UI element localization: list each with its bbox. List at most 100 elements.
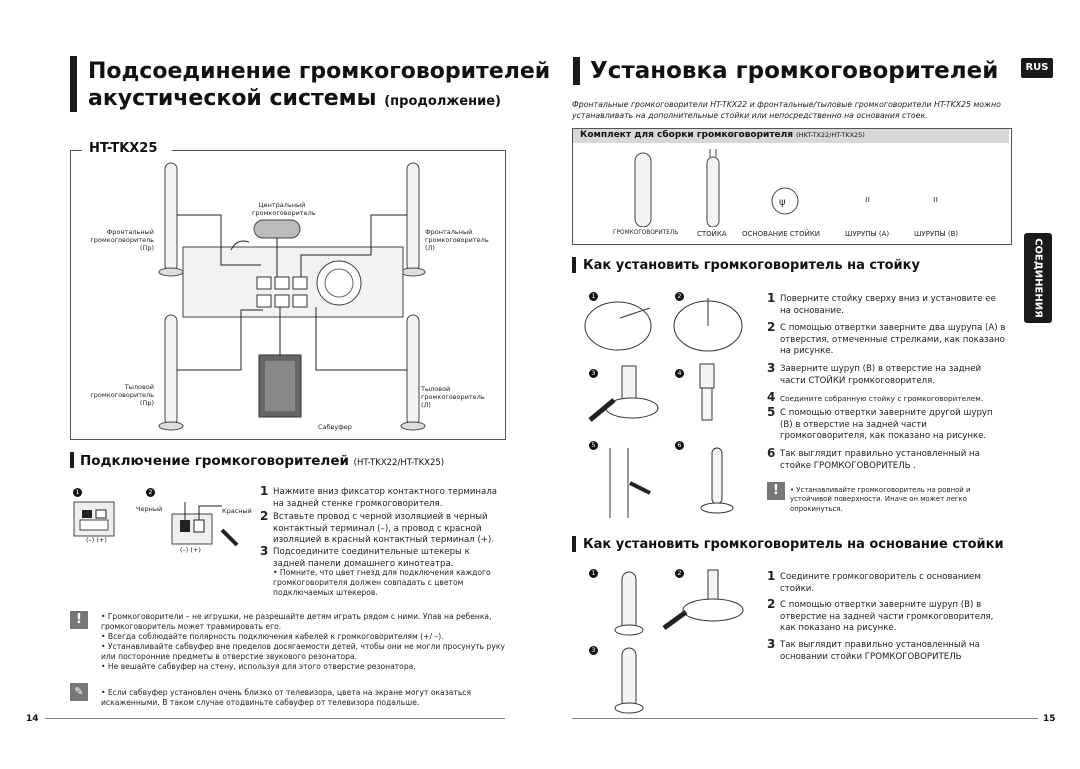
step-text: С помощью отвертки заверните другой шуру… <box>780 408 993 441</box>
stand-step-6: 6 Так выглядит правильно установленный на… <box>767 446 1007 472</box>
stand-step-1: 1 Поверните стойку сверху вниз и установи… <box>767 291 1007 317</box>
warning-text: Не вешайте сабвуфер на стену, используя … <box>107 662 416 671</box>
base-section-title: Как установить громкоговоритель на основ… <box>583 537 1004 552</box>
kit-title-text: Комплект для сборки громкоговорителя <box>580 130 794 140</box>
right-title-bar <box>573 57 580 85</box>
step-number: 1 <box>767 291 776 305</box>
base-fig-num-3: 3 <box>589 646 598 655</box>
subwoofer-label: Сабвуфер <box>318 423 352 431</box>
base-assembly-figures <box>614 569 744 714</box>
connect-step-1: 1 Нажмите вниз фиксатор контактного терми… <box>260 484 503 510</box>
warning-text: Всегда соблюдайте полярность подключения… <box>107 632 444 641</box>
step-text: С помощью отвертки заверните шуруп (B) в… <box>780 600 994 633</box>
step-number: 1 <box>260 484 269 498</box>
svg-text:ıı: ıı <box>865 195 870 205</box>
front-left-speaker <box>406 162 420 272</box>
connect-section-title: Подключение громкоговорителей (HT-TKX22/… <box>80 453 444 469</box>
warning-icon: ! <box>70 611 88 629</box>
note-pencil-icon: ✎ <box>70 683 88 701</box>
connect-step-3-note: • Помните, что цвет гнезд для подключени… <box>273 568 491 597</box>
title-suffix: (продолжение) <box>384 94 501 109</box>
footer-rule-left <box>45 718 505 719</box>
base-step-1: 1 Соедините громкоговоритель с основанием… <box>767 569 1007 595</box>
connect-section-bar <box>70 452 74 468</box>
diagram-frame-top-right <box>172 150 505 151</box>
rear-left-speaker <box>406 314 420 426</box>
footer-rule-right <box>572 718 1038 719</box>
figure-num-1: 1 <box>73 488 82 497</box>
title-line-2-text: акустической системы <box>88 86 377 111</box>
svg-text:ψ: ψ <box>779 197 786 208</box>
page-number-right: 15 <box>1043 714 1056 724</box>
stand-warning-text: • Устанавливайте громкоговоритель на ров… <box>790 486 971 513</box>
step-number: 2 <box>767 597 776 611</box>
stand-fig-num-3: 3 <box>589 369 598 378</box>
kit-parts-illustration: ψ ıı ıı <box>634 149 938 227</box>
black-wire-label: Черный <box>136 505 163 513</box>
step-number: 3 <box>767 361 776 375</box>
step-number: 2 <box>767 320 776 334</box>
step-text: Соедините собранную стойку с громкоговор… <box>780 394 984 403</box>
stand-assembly-figures <box>584 298 743 518</box>
step-text: Нажмите вниз фиксатор контактного термин… <box>273 487 498 509</box>
step-text: Так выглядит правильно установленный на … <box>780 449 980 471</box>
diagram-frame <box>70 150 506 440</box>
center-speaker <box>253 219 301 239</box>
model-label: HT-TKX25 <box>86 141 161 156</box>
warning-item: • Не вешайте сабвуфер на стену, использу… <box>101 662 416 671</box>
polarity-label-2: (–) (+) <box>180 546 201 554</box>
step-number: 4 <box>767 390 776 404</box>
front-left-label: Фронтальный громкоговоритель (Л) <box>425 228 489 252</box>
step-number: 3 <box>767 637 776 651</box>
rear-left-label: Тыловой громкоговоритель (Л) <box>421 385 485 409</box>
red-wire-label: Красный <box>222 507 252 515</box>
stand-step-3: 3 Заверните шуруп (B) в отверстие на задн… <box>767 361 1007 387</box>
part-label-screws-b: ШУРУПЫ (B) <box>914 230 959 238</box>
part-label-stand: СТОЙКА <box>697 230 727 238</box>
step-text: Подсоедините соединительные штекеры к за… <box>273 547 470 569</box>
stand-fig-num-1: 1 <box>589 292 598 301</box>
step-number: 1 <box>767 569 776 583</box>
note-text-body: Если сабвуфер установлен очень близко от… <box>101 688 472 707</box>
warning-item: • Устанавливайте сабвуфер вне пределов д… <box>101 642 505 661</box>
title-line-2: акустической системы (продолжение) <box>88 85 550 115</box>
step-number: 2 <box>260 509 269 523</box>
title-line-1: Подсоединение громкоговорителей <box>88 59 551 84</box>
stand-fig-num-2: 2 <box>675 292 684 301</box>
terminal-figures <box>73 501 239 547</box>
warning-item: • Громкоговорители – не игрушки, не разр… <box>101 612 492 631</box>
connect-title-text: Подключение громкоговорителей <box>80 453 349 469</box>
step-text: Соедините громкоговоритель с основанием … <box>780 572 981 594</box>
step-text: Так выглядит правильно установленный на … <box>780 640 980 662</box>
note-text: • Если сабвуфер установлен очень близко … <box>101 688 472 707</box>
warning-text: Громкоговорители – не игрушки, не разреш… <box>101 612 492 631</box>
speaker-connection-diagram <box>158 162 426 431</box>
step-text: Поверните стойку сверху вниз и установит… <box>780 294 996 316</box>
svg-text:ıı: ıı <box>933 195 938 205</box>
base-step-2: 2 С помощью отвертки заверните шуруп (B) … <box>767 597 1007 635</box>
kit-models: (HKT-TX22/HT-TKX25) <box>796 131 865 139</box>
step-number: 6 <box>767 446 776 460</box>
rear-right-label: Тыловой громкоговоритель (Пр) <box>90 383 154 407</box>
page-number-left: 14 <box>26 714 39 724</box>
rear-right-speaker <box>164 314 178 426</box>
kit-box-header <box>573 129 1009 143</box>
stand-section-bar <box>572 257 576 273</box>
front-right-label: Фронтальный громкоговоритель (Пр) <box>90 228 154 252</box>
base-fig-num-1: 1 <box>589 569 598 578</box>
connect-models: (HT-TKX22/HT-TKX25) <box>353 458 445 468</box>
stand-warning-icon: ! <box>767 482 785 500</box>
stand-section-title: Как установить громкоговоритель на стойк… <box>583 258 920 273</box>
warning-item: • Всегда соблюдайте полярность подключен… <box>101 632 444 641</box>
part-label-speaker: ГРОМКОГОВОРИТЕЛЬ <box>613 230 679 236</box>
part-label-base: ОСНОВАНИЕ СТОЙКИ <box>742 230 821 238</box>
base-fig-num-2: 2 <box>675 569 684 578</box>
right-page-title: Установка громкоговорителей <box>590 58 999 84</box>
polarity-label-1: (–) (+) <box>86 536 107 544</box>
section-side-tab: СОЕДИНЕНИЯ <box>1024 233 1052 323</box>
stand-fig-num-6: 6 <box>675 441 684 450</box>
step-text: Заверните шуруп (B) в отверстие на задне… <box>780 364 982 386</box>
